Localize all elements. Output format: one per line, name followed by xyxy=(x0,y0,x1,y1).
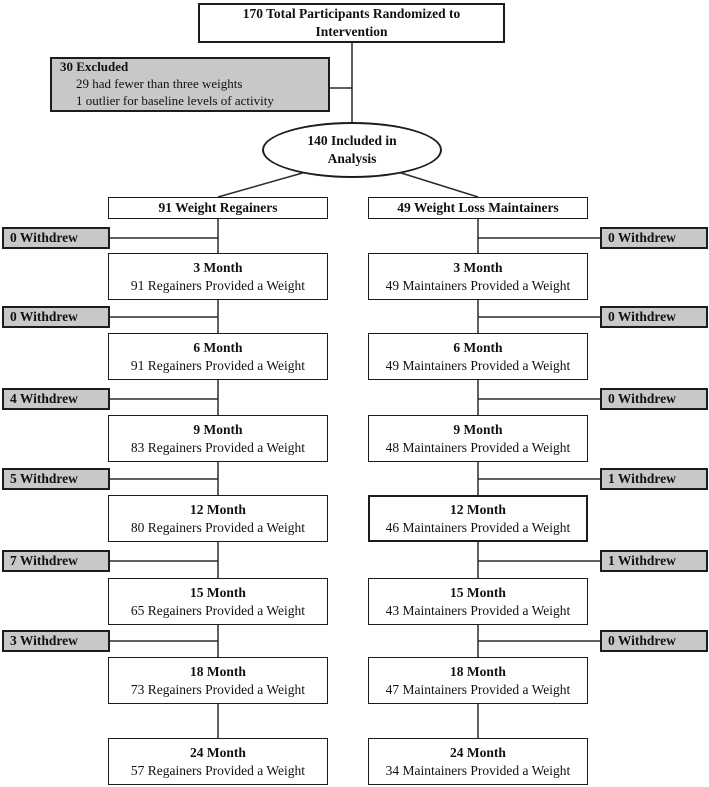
month-title: 18 Month xyxy=(450,663,506,679)
month-detail: 91 Regainers Provided a Weight xyxy=(130,357,306,373)
withdrew-box-regainers-5: 3 Withdrew xyxy=(2,630,110,652)
included-analysis-ellipse: 140 Included in Analysis xyxy=(262,122,442,178)
month-detail: 83 Regainers Provided a Weight xyxy=(130,439,306,455)
group-header-weight-regainers: 91 Weight Regainers xyxy=(108,197,328,219)
withdrew-box-regainers-1: 0 Withdrew xyxy=(2,306,110,328)
month-box-regainers-1: 6 Month 91 Regainers Provided a Weight xyxy=(108,333,328,380)
total-randomized-box: 170 Total Participants Randomized to Int… xyxy=(198,3,505,43)
withdrew-box-maintainers-3: 1 Withdrew xyxy=(600,468,708,490)
month-title: 15 Month xyxy=(450,584,506,600)
month-title: 12 Month xyxy=(190,501,246,517)
withdrew-box-maintainers-2: 0 Withdrew xyxy=(600,388,708,410)
month-box-regainers-0: 3 Month 91 Regainers Provided a Weight xyxy=(108,253,328,300)
month-detail: 73 Regainers Provided a Weight xyxy=(130,681,306,697)
month-detail: 34 Maintainers Provided a Weight xyxy=(385,762,571,778)
month-box-maintainers-4: 15 Month 43 Maintainers Provided a Weight xyxy=(368,578,588,625)
withdrew-box-regainers-2: 4 Withdrew xyxy=(2,388,110,410)
month-box-regainers-5: 18 Month 73 Regainers Provided a Weight xyxy=(108,657,328,704)
withdrew-box-maintainers-1: 0 Withdrew xyxy=(600,306,708,328)
month-detail: 80 Regainers Provided a Weight xyxy=(130,519,306,535)
month-box-regainers-4: 15 Month 65 Regainers Provided a Weight xyxy=(108,578,328,625)
month-detail: 49 Maintainers Provided a Weight xyxy=(385,357,571,373)
withdrew-box-regainers-3: 5 Withdrew xyxy=(2,468,110,490)
month-detail: 65 Regainers Provided a Weight xyxy=(130,602,306,618)
total-randomized-line1: 170 Total Participants Randomized to xyxy=(242,6,461,22)
withdrew-box-maintainers-0: 0 Withdrew xyxy=(600,227,708,249)
month-title: 24 Month xyxy=(450,744,506,760)
month-title: 9 Month xyxy=(453,421,503,437)
group-header-weight-loss-maintainers: 49 Weight Loss Maintainers xyxy=(368,197,588,219)
month-box-maintainers-3: 12 Month 46 Maintainers Provided a Weight xyxy=(368,495,588,542)
excluded-detail-1: 29 had fewer than three weights xyxy=(76,76,243,92)
month-detail: 43 Maintainers Provided a Weight xyxy=(385,602,571,618)
month-title: 18 Month xyxy=(190,663,246,679)
month-detail: 49 Maintainers Provided a Weight xyxy=(385,277,571,293)
excluded-box: 30 Excluded 29 had fewer than three weig… xyxy=(50,57,330,112)
month-box-maintainers-0: 3 Month 49 Maintainers Provided a Weight xyxy=(368,253,588,300)
month-detail: 91 Regainers Provided a Weight xyxy=(130,277,306,293)
included-analysis-line2: Analysis xyxy=(327,151,377,166)
month-title: 6 Month xyxy=(453,339,503,355)
month-title: 3 Month xyxy=(193,259,243,275)
month-box-maintainers-6: 24 Month 34 Maintainers Provided a Weight xyxy=(368,738,588,785)
month-detail: 57 Regainers Provided a Weight xyxy=(130,762,306,778)
month-box-regainers-2: 9 Month 83 Regainers Provided a Weight xyxy=(108,415,328,462)
excluded-detail-2: 1 outlier for baseline levels of activit… xyxy=(76,92,274,108)
month-box-regainers-6: 24 Month 57 Regainers Provided a Weight xyxy=(108,738,328,785)
month-title: 24 Month xyxy=(190,744,246,760)
month-detail: 46 Maintainers Provided a Weight xyxy=(385,519,571,535)
month-box-maintainers-1: 6 Month 49 Maintainers Provided a Weight xyxy=(368,333,588,380)
total-randomized-line2: Intervention xyxy=(315,24,388,39)
withdrew-box-maintainers-4: 1 Withdrew xyxy=(600,550,708,572)
month-detail: 47 Maintainers Provided a Weight xyxy=(385,681,571,697)
month-box-maintainers-2: 9 Month 48 Maintainers Provided a Weight xyxy=(368,415,588,462)
month-title: 6 Month xyxy=(193,339,243,355)
excluded-title: 30 Excluded xyxy=(60,59,129,75)
month-title: 9 Month xyxy=(193,421,243,437)
month-detail: 48 Maintainers Provided a Weight xyxy=(385,439,571,455)
withdrew-box-maintainers-5: 0 Withdrew xyxy=(600,630,708,652)
month-box-maintainers-5: 18 Month 47 Maintainers Provided a Weight xyxy=(368,657,588,704)
month-title: 12 Month xyxy=(450,501,506,517)
withdrew-box-regainers-4: 7 Withdrew xyxy=(2,550,110,572)
month-title: 3 Month xyxy=(453,259,503,275)
withdrew-box-regainers-0: 0 Withdrew xyxy=(2,227,110,249)
month-box-regainers-3: 12 Month 80 Regainers Provided a Weight xyxy=(108,495,328,542)
included-analysis-line1: 140 Included in xyxy=(307,133,397,149)
month-title: 15 Month xyxy=(190,584,246,600)
